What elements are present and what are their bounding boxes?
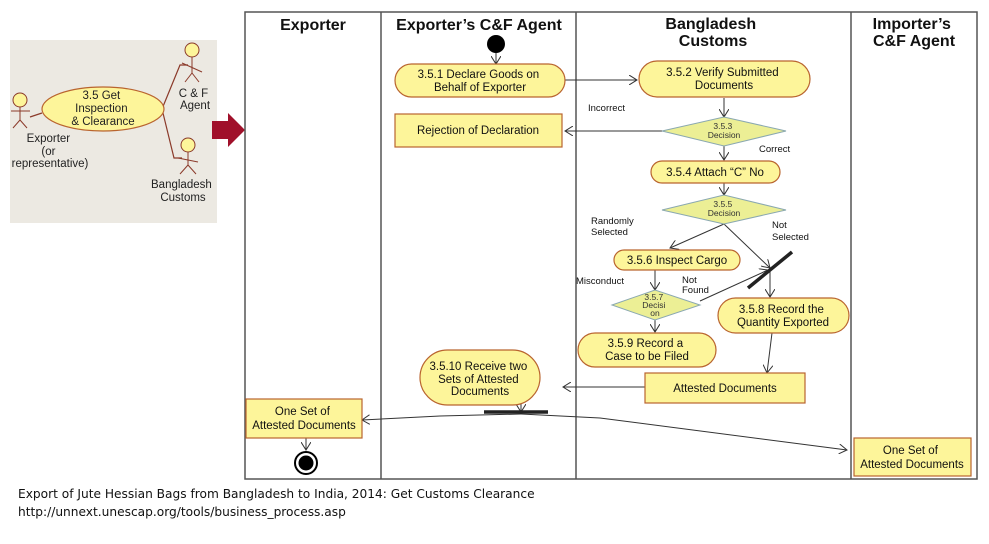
edge-358-to-attested (767, 332, 772, 373)
svg-text:3.5.10 Receive two Sets: 3.5.10 Receive two Sets of Attested Docu… (429, 361, 530, 398)
guard-not-found: Not Found (682, 275, 709, 296)
decision-357: 3.5.7 Decisi on (610, 289, 702, 321)
object-attested-documents: Attested Documents (644, 372, 806, 404)
guard-correct: Correct (759, 144, 791, 155)
lane-title-importer-cf-agent: Importer’s C&F Agent (873, 16, 956, 50)
svg-text:Attested Documents: Attested Documents (673, 383, 777, 395)
activity-358: 3.5.8 Record the Quantity Exported (717, 297, 850, 334)
edge-fork-to-importer (520, 413, 847, 450)
use-case-label: 3.5 Get Inspection & Clearance (71, 90, 134, 128)
activity-351: 3.5.1 Declare Goods on Behalf of Exporte… (394, 63, 566, 98)
actor-customs-icon (177, 137, 199, 175)
edge-357-to-merge (699, 270, 768, 302)
object-rejection-of-declaration: Rejection of Declaration (394, 113, 563, 148)
svg-text:3.5.3 Decision: 3.5.3 Decision (708, 121, 741, 140)
final-node (294, 451, 318, 475)
svg-text:3.5.7 Decisi on: 3.5.7 Decisi on (642, 292, 668, 318)
lane-title-exporter: Exporter (280, 17, 346, 34)
swimlane-frame (244, 11, 978, 480)
actor-cf-agent-icon (181, 42, 203, 83)
decision-353: 3.5.3 Decision (661, 116, 787, 147)
lane-title-bangladesh-customs: Bangladesh Customs (665, 16, 760, 50)
object-exporter-one-set: One Set of Attested Documents (245, 398, 363, 439)
edges (306, 52, 847, 450)
svg-text:3.5.9 Record a Case to b: 3.5.9 Record a Case to be Filed (605, 338, 689, 363)
svg-text:3.5.5 Decision: 3.5.5 Decision (708, 199, 741, 218)
activity-352: 3.5.2 Verify Submitted Documents (638, 60, 811, 98)
actor-exporter-icon (11, 92, 30, 129)
activity-3510: 3.5.10 Receive two Sets of Attested Docu… (419, 349, 541, 406)
edge-355-to-356 (670, 223, 725, 248)
caption-source-url[interactable]: http://unnext.unescap.org/tools/business… (18, 505, 346, 519)
guard-randomly-selected: Randomly Selected (591, 216, 636, 238)
guard-not-selected: Not Selected (772, 220, 809, 243)
merge-bar (746, 250, 794, 290)
decision-355: 3.5.5 Decision (661, 194, 787, 225)
guard-misconduct: Misconduct (576, 276, 624, 287)
svg-text:3.5.1 Declare Goods on B: 3.5.1 Declare Goods on Behalf of Exporte… (418, 69, 543, 94)
svg-text:Rejection of Declaration: Rejection of Declaration (417, 125, 539, 137)
svg-text:3.5.2 Verify Submitted D: 3.5.2 Verify Submitted Documents (666, 67, 782, 92)
actor-cf-agent-label: C & F Agent (179, 88, 212, 112)
svg-text:One Set of Attested Docu: One Set of Attested Documents (860, 445, 964, 471)
svg-text:3.5.8 Record the Quantit: 3.5.8 Record the Quantity Exported (737, 304, 829, 329)
lane-title-exporter-cf-agent: Exporter’s C&F Agent (396, 17, 562, 34)
use-case-ellipse (41, 86, 165, 132)
svg-text:3.5.6 Inspect Cargo: 3.5.6 Inspect Cargo (627, 255, 727, 267)
object-importer-one-set: One Set of Attested Documents (853, 437, 972, 477)
use-case-panel-background (10, 40, 217, 223)
use-case-panel: 3.5 Get Inspection & Clearance Exporter … (10, 40, 217, 223)
activity-359: 3.5.9 Record a Case to be Filed (577, 332, 717, 368)
actor-exporter-label: Exporter (or representative) (12, 133, 89, 170)
edge-fork-to-exporter (362, 413, 522, 420)
initial-node (487, 35, 505, 53)
caption-title: Export of Jute Hessian Bags from Banglad… (18, 487, 535, 501)
activity-356: 3.5.6 Inspect Cargo (613, 249, 741, 271)
activity-354: 3.5.4 Attach “C” No (650, 160, 781, 184)
actor-customs-label: Bangladesh Customs (151, 179, 215, 204)
svg-text:One Set of Attested Docu: One Set of Attested Documents (252, 406, 356, 432)
svg-text:3.5.4 Attach “C” No: 3.5.4 Attach “C” No (666, 167, 764, 179)
association-line (29, 112, 43, 118)
edge-355-to-merge (723, 223, 770, 268)
swimlanes: Exporter Exporter’s C&F Agent Bangladesh… (244, 11, 978, 480)
red-arrow-icon (212, 113, 245, 147)
guard-incorrect: Incorrect (588, 103, 625, 114)
